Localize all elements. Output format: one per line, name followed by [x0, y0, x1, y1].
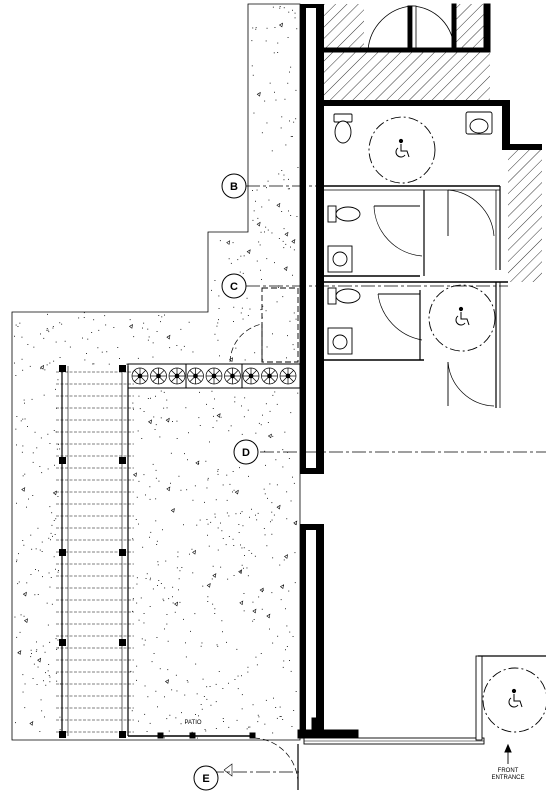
restroom-fixtures: [327, 111, 493, 355]
accessible-wheelchair-icons: [395, 138, 523, 708]
pergola-post: [119, 731, 126, 738]
planter-flower-icon: [242, 367, 260, 385]
concrete-stipple: [14, 6, 299, 739]
pergola-posts: [59, 365, 126, 738]
pergola-post: [59, 549, 66, 556]
planter-flower-icon: [205, 367, 223, 385]
pergola-post: [119, 457, 126, 464]
front-entrance-label-2: ENTRANCE: [491, 775, 524, 781]
upper-door: [323, 3, 491, 53]
grid-marker-letter: E: [202, 773, 209, 785]
grid-lines: [210, 185, 546, 773]
sink-icon: [465, 111, 493, 135]
pergola-slats: [56, 371, 134, 733]
patio-label: PATIO: [184, 720, 201, 726]
pergola-post: [119, 639, 126, 646]
front-entrance-label: FRONT: [498, 768, 519, 774]
pergola-post: [119, 365, 126, 372]
restroom-block: [322, 100, 542, 408]
pergola: [56, 365, 134, 738]
grid-marker-d: D: [233, 439, 259, 465]
sink-icon: [327, 327, 353, 355]
toilet-icon: [327, 205, 361, 223]
grid-marker-b: B: [221, 173, 247, 199]
accessible-wheelchair-icon: [395, 138, 410, 158]
pergola-post: [59, 365, 66, 372]
toilet-icon: [333, 113, 353, 144]
grid-marker-letter: D: [242, 447, 250, 459]
front-wall: [128, 655, 546, 790]
accessible-wheelchair-icon: [455, 306, 470, 326]
corridor-door: [229, 287, 299, 363]
grid-marker-letter: B: [230, 181, 238, 193]
grid-marker-e: E: [193, 765, 219, 791]
main-exterior-wall: [300, 4, 324, 736]
planter-flower-icon: [131, 367, 149, 385]
planter-flower-icon: [279, 367, 297, 385]
planter-flower-icon: [261, 367, 278, 385]
planter-flowers: [131, 364, 297, 388]
pergola-post: [59, 457, 66, 464]
grid-markers: B C D E: [193, 173, 259, 791]
pergola-post: [119, 549, 126, 556]
sink-icon: [327, 245, 353, 273]
front-entrance-arrow: [504, 743, 512, 764]
pergola-post: [59, 731, 66, 738]
grid-marker-c: C: [221, 273, 247, 299]
grid-marker-letter: C: [230, 281, 238, 293]
accessible-wheelchair-icon: [508, 688, 523, 708]
planter-flower-icon: [168, 367, 186, 385]
planter-flower-icon: [187, 367, 204, 385]
planter-flower-icon: [150, 367, 167, 385]
toilet-icon: [327, 287, 361, 305]
pergola-post: [59, 639, 66, 646]
planter-strip: [127, 363, 301, 389]
planter-flower-icon: [224, 367, 241, 385]
accessible-turning-circles: [368, 116, 546, 733]
